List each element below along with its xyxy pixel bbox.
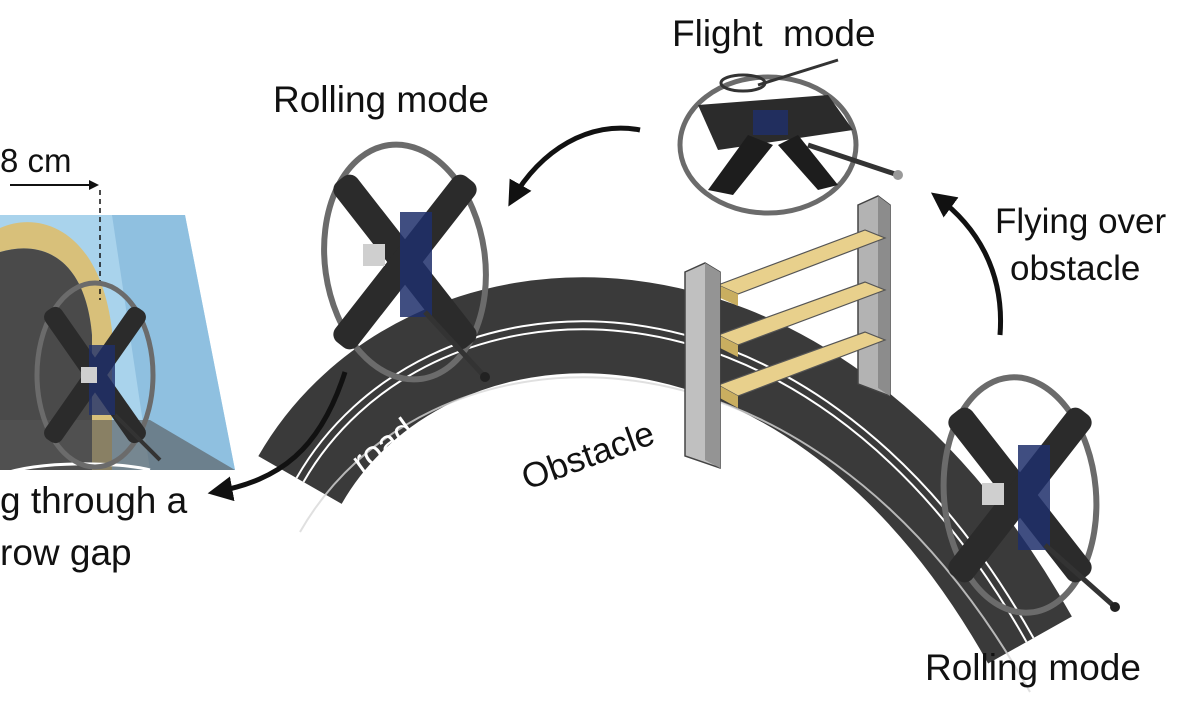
obstacle-shelf <box>684 195 891 470</box>
label-flying-over-line1: Flying over <box>995 202 1167 241</box>
label-dimension: 8 cm <box>0 142 72 179</box>
robot-rolling-top <box>321 141 490 383</box>
robot-flying <box>677 58 903 216</box>
label-gap-line2: row gap <box>0 532 132 573</box>
arrow-rolling-to-gap <box>207 371 348 502</box>
robot-rolling-bottom <box>940 374 1120 616</box>
label-flying-over-line2: obstacle <box>1010 249 1140 288</box>
arrow-rolling-to-flight <box>930 192 1004 336</box>
curved-road <box>252 270 1078 693</box>
label-obstacle: Obstacle <box>516 414 659 498</box>
label-gap-line1: g through a <box>0 480 188 521</box>
label-flight-mode: Flight mode <box>672 13 876 54</box>
label-rolling-mode-bottom: Rolling mode <box>925 647 1141 688</box>
label-rolling-mode-top: Rolling mode <box>273 79 489 120</box>
arrow-flight-to-rolling <box>508 125 641 207</box>
robot-rolling-in-gap <box>34 280 162 470</box>
